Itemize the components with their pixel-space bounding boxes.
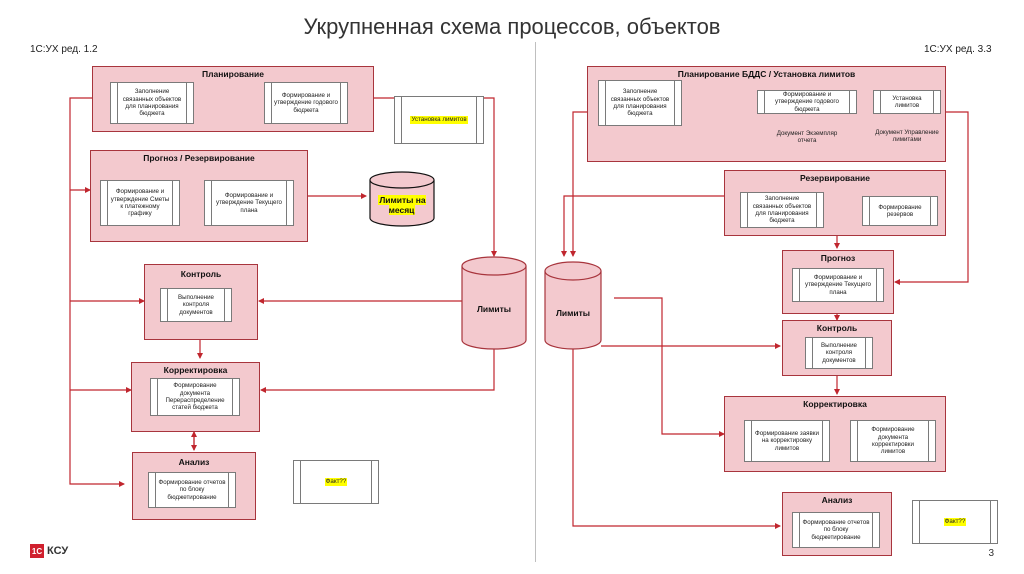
right-analysis-reports[interactable]: Формирование отчетов по блоку бюджетиров… [792,512,880,548]
right-version-label: 1С:УХ ред. 3.3 [924,44,992,55]
fact-label: Факт?? [943,518,967,526]
group-label: Корректировка [803,399,867,409]
column-divider [535,42,536,562]
right-limits-cylinder [544,261,602,350]
company-logo: 1С КСУ [30,544,68,558]
left-spine-line [69,97,125,487]
doc-report-instance-label: Документ Экземпляр отчета [776,130,838,145]
left-limits-cylinder [461,256,527,350]
limits-setup-label: Установка лимитов [410,116,468,124]
logo-text: КСУ [47,545,69,557]
page-number: 3 [988,548,994,559]
right-planning-annual-budget[interactable]: Формирование и утверждение годового бюдж… [757,90,857,114]
group-label: Анализ [821,495,853,505]
group-label: Корректировка [163,365,228,375]
group-label: Планирование БДДС / Установка лимитов [677,69,856,79]
right-correction-request[interactable]: Формирование заявки на корректировку лим… [744,420,830,462]
right-control-documents[interactable]: Выполнение контроля документов [805,337,873,369]
right-reserve-form-reserves[interactable]: Формирование резервов [862,196,938,226]
right-limits-label: Лимиты [555,308,591,318]
group-label: Контроль [816,323,858,333]
monthly-limits-label: Лимиты на месяц [378,195,426,215]
left-version-label: 1С:УХ ред. 1.2 [30,44,98,55]
right-reserve-fill-objects[interactable]: Заполнение связанных объектов для планир… [740,192,824,228]
left-analysis-reports[interactable]: Формирование отчетов по блоку бюджетиров… [148,472,236,508]
group-label: Анализ [178,457,210,467]
left-limits-label: Лимиты [476,304,512,314]
right-correction-document[interactable]: Формирование документа корректировки лим… [850,420,936,462]
right-forecast-current-plan[interactable]: Формирование и утверждение Текущего план… [792,268,884,302]
right-planning-limits-setup[interactable]: Установка лимитов [873,90,941,114]
right-fact[interactable]: Факт?? [912,500,998,544]
right-planning-fill-objects[interactable]: Заполнение связанных объектов для планир… [598,80,682,126]
group-label: Резервирование [800,173,870,183]
left-forecast-estimate[interactable]: Формирование и утверждение Сметы к плате… [100,180,180,226]
left-fact[interactable]: Факт?? [293,460,379,504]
logo-mark: 1С [30,544,44,558]
group-label: Контроль [180,269,222,279]
left-limits-setup[interactable]: Установка лимитов [394,96,484,144]
doc-limit-management-label: Документ Управление лимитами [875,129,939,144]
group-label: Прогноз / Резервирование [143,153,255,163]
left-control-documents[interactable]: Выполнение контроля документов [160,288,232,322]
fact-label: Факт?? [324,478,348,486]
page-title: Укрупненная схема процессов, объектов [303,14,721,39]
group-label: Прогноз [820,253,856,263]
left-forecast-current-plan[interactable]: Формирование и утверждение Текущего план… [204,180,294,226]
left-planning-annual-budget[interactable]: Формирование и утверждение годового бюдж… [264,82,348,124]
left-planning-fill-objects[interactable]: Заполнение связанных объектов для планир… [110,82,194,124]
left-correction-redistribution[interactable]: Формирование документа Перераспределение… [150,378,240,416]
group-label: Планирование [202,69,264,79]
